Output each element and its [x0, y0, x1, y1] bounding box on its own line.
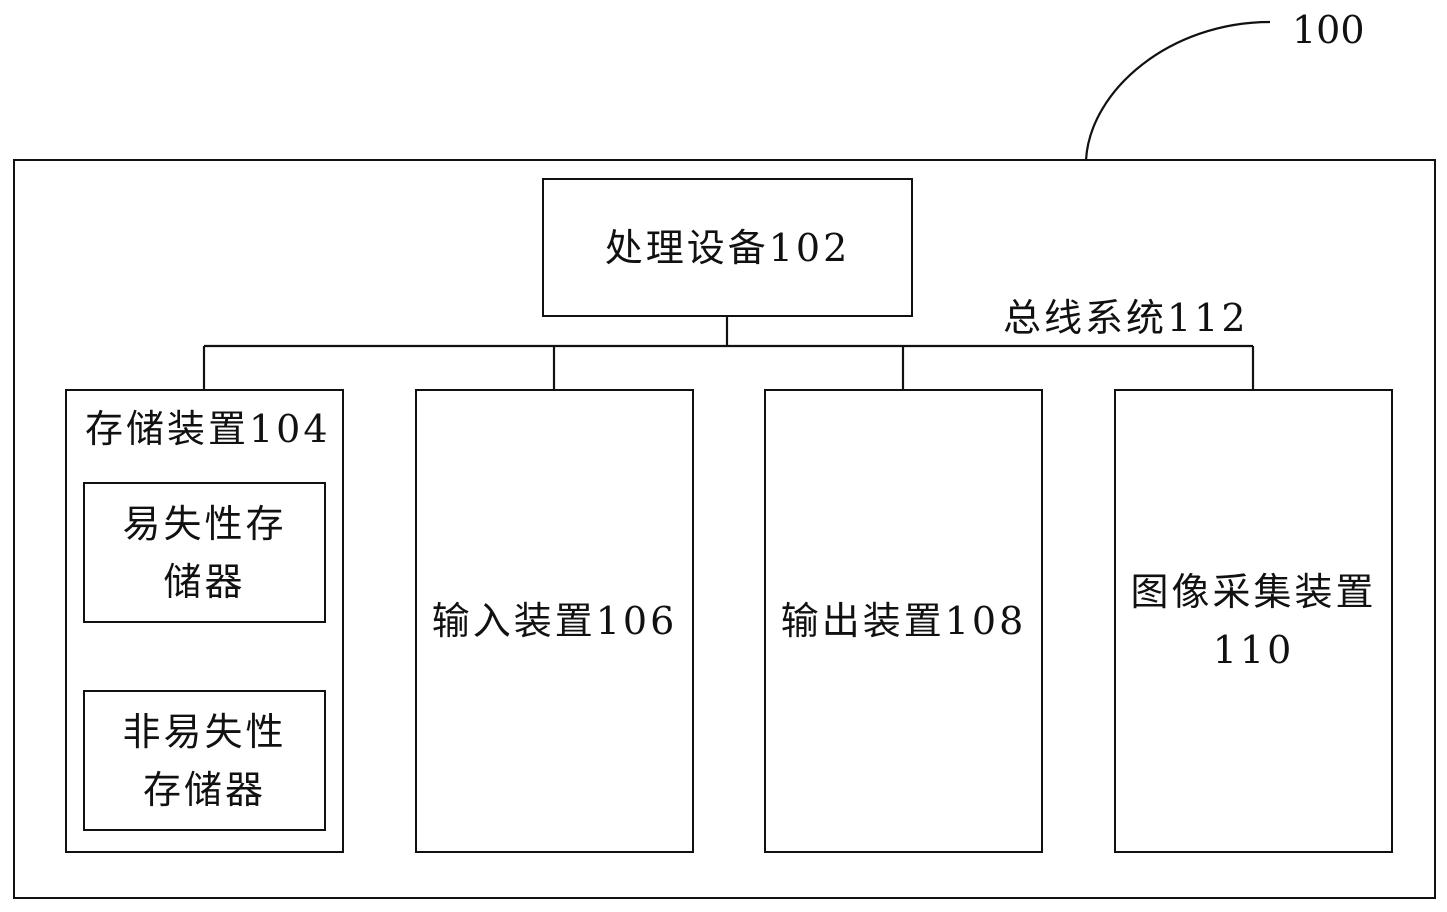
nonvolatile-memory-label: 非易失性 存储器 [122, 709, 287, 812]
system-reference-label: 100 [1292, 8, 1365, 52]
reference-leader [1084, 20, 1271, 161]
input-device-box: 输入装置106 [415, 389, 694, 853]
volatile-memory-box: 易失性存 储器 [83, 482, 326, 623]
nonvolatile-memory-box: 非易失性 存储器 [83, 690, 326, 831]
processing-device-label: 处理设备102 [604, 225, 851, 270]
output-device-label: 输出装置108 [780, 599, 1027, 643]
image-capture-device-box: 图像采集装置 110 [1114, 389, 1393, 853]
processing-device-box: 处理设备102 [542, 178, 913, 317]
image-capture-device-label: 图像采集装置 110 [1130, 570, 1377, 672]
input-device-label: 输入装置106 [431, 599, 678, 643]
output-device-box: 输出装置108 [764, 389, 1043, 853]
volatile-memory-label: 易失性存 储器 [122, 501, 287, 604]
bus-system-label: 总线系统112 [1003, 296, 1249, 340]
storage-device-label: 存储装置104 [85, 407, 331, 451]
storage-device-box: 存储装置104 易失性存 储器 非易失性 存储器 [65, 389, 344, 853]
system-outline [13, 159, 1436, 899]
